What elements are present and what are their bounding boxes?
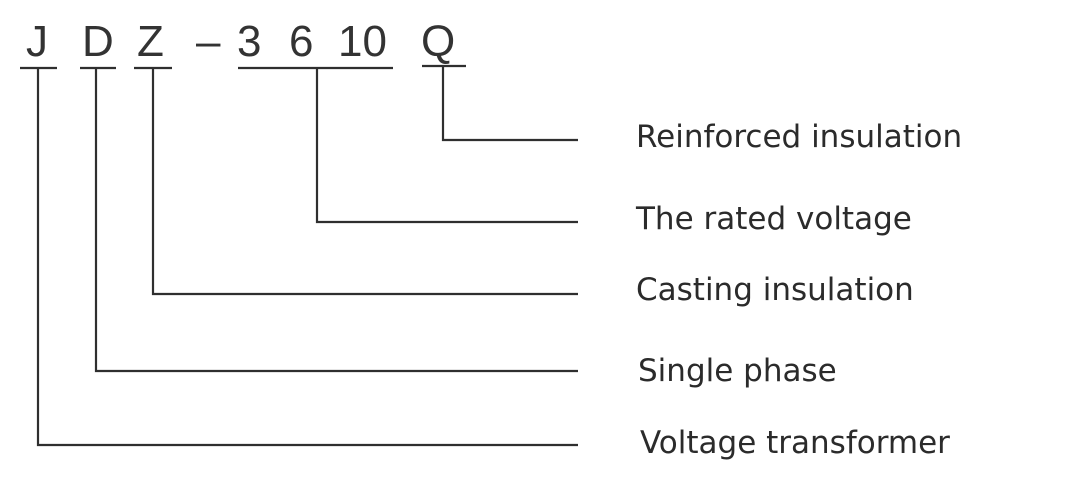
leader-voltage [315,68,578,224]
label-rated-voltage: The rated voltage [636,201,912,237]
label-single-phase: Single phase [638,353,837,389]
label-casting-insulation: Casting insulation [636,272,914,308]
code-letter-z: Z [137,17,164,66]
leader-z [151,68,578,296]
code-digit-10: 10 [338,17,387,66]
code-letter-q: Q [421,17,456,66]
leader-q [441,66,578,142]
code-letter-j: J [26,17,48,66]
code-digit-3: 3 [237,17,262,66]
code-digit-6: 6 [289,17,314,66]
label-reinforced-insulation: Reinforced insulation [636,119,963,155]
code-dash: – [196,17,221,66]
label-voltage-transformer: Voltage transformer [640,425,950,461]
leader-j [36,68,578,447]
leader-d [94,68,578,373]
code-letter-d: D [82,17,114,66]
